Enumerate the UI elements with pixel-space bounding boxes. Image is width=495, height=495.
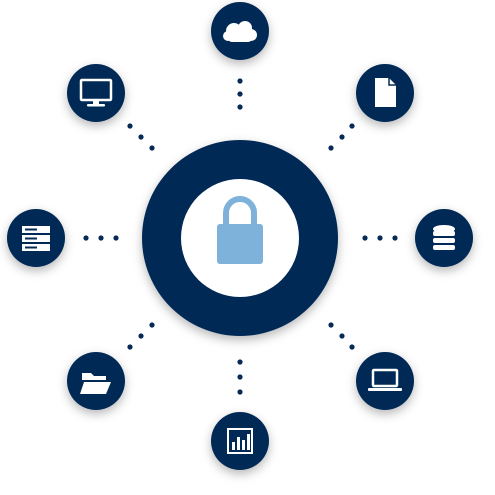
connector-document xyxy=(328,123,355,151)
node-cloud xyxy=(211,2,269,60)
node-folder xyxy=(67,352,125,410)
connector-chart xyxy=(237,359,243,395)
laptop-icon xyxy=(368,368,402,391)
connector-laptop xyxy=(328,322,355,350)
node-database xyxy=(415,209,473,267)
document-icon xyxy=(375,78,396,107)
connector-database xyxy=(362,235,398,241)
connector-server xyxy=(83,235,119,241)
node-document xyxy=(356,64,414,122)
node-monitor xyxy=(67,64,125,122)
connector-cloud xyxy=(237,78,243,110)
monitor-icon xyxy=(79,78,113,107)
node-laptop xyxy=(356,352,414,410)
connector-monitor xyxy=(127,123,155,151)
connectors xyxy=(83,78,398,395)
server-icon xyxy=(22,226,50,251)
bar-chart-icon xyxy=(227,428,253,454)
folder-icon xyxy=(80,373,111,394)
central-hub xyxy=(142,140,338,336)
connector-folder xyxy=(127,322,155,350)
node-server xyxy=(7,209,65,267)
database-icon xyxy=(433,225,455,250)
cloud-icon xyxy=(223,21,257,42)
lock-icon xyxy=(217,196,263,264)
node-chart xyxy=(211,412,269,470)
